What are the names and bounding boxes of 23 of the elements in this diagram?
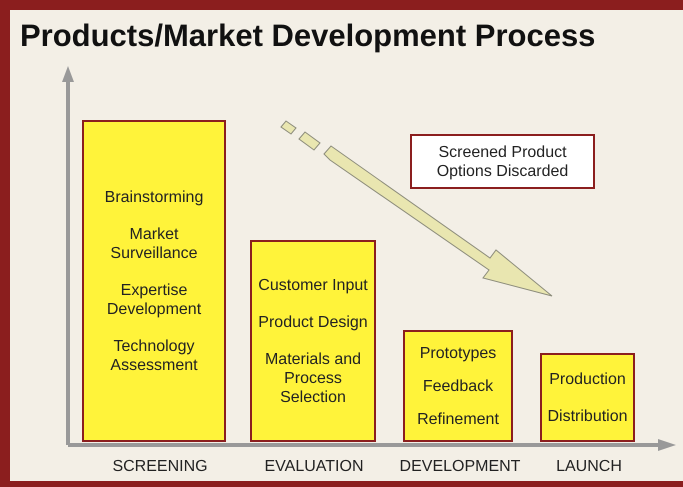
- note-box: [410, 134, 595, 189]
- stage-activity: Feedback: [422, 376, 494, 396]
- stage-label: DEVELOPMENT: [400, 458, 520, 476]
- stage-activity: Product Design: [258, 312, 368, 332]
- stage-activity: Expertise Development: [106, 280, 202, 318]
- stage-activity: Prototypes: [420, 344, 496, 362]
- note-text: Screened Product Options Discarded: [436, 142, 570, 180]
- stage-label: LAUNCH: [556, 458, 622, 476]
- stage-bar: [82, 120, 226, 442]
- stage-activity: Market Surveillance: [109, 224, 199, 262]
- stage-activity: Production: [549, 370, 626, 388]
- title: Products/Market Development Process: [20, 18, 596, 54]
- stage-label: SCREENING: [112, 458, 208, 476]
- stage-activity: Customer Input: [258, 276, 368, 294]
- stage-activity: Technology Assessment: [109, 336, 199, 374]
- stage-bar: [540, 353, 635, 442]
- stage-activity: Materials and Process Selection: [264, 350, 362, 406]
- stage-activity: Brainstorming: [104, 188, 204, 206]
- stage-bar: [403, 330, 513, 442]
- stage-bar: [250, 240, 376, 442]
- stage-activity: Distribution: [547, 406, 628, 426]
- stage-activity: Refinement: [417, 410, 499, 428]
- stage-label: EVALUATION: [264, 458, 364, 476]
